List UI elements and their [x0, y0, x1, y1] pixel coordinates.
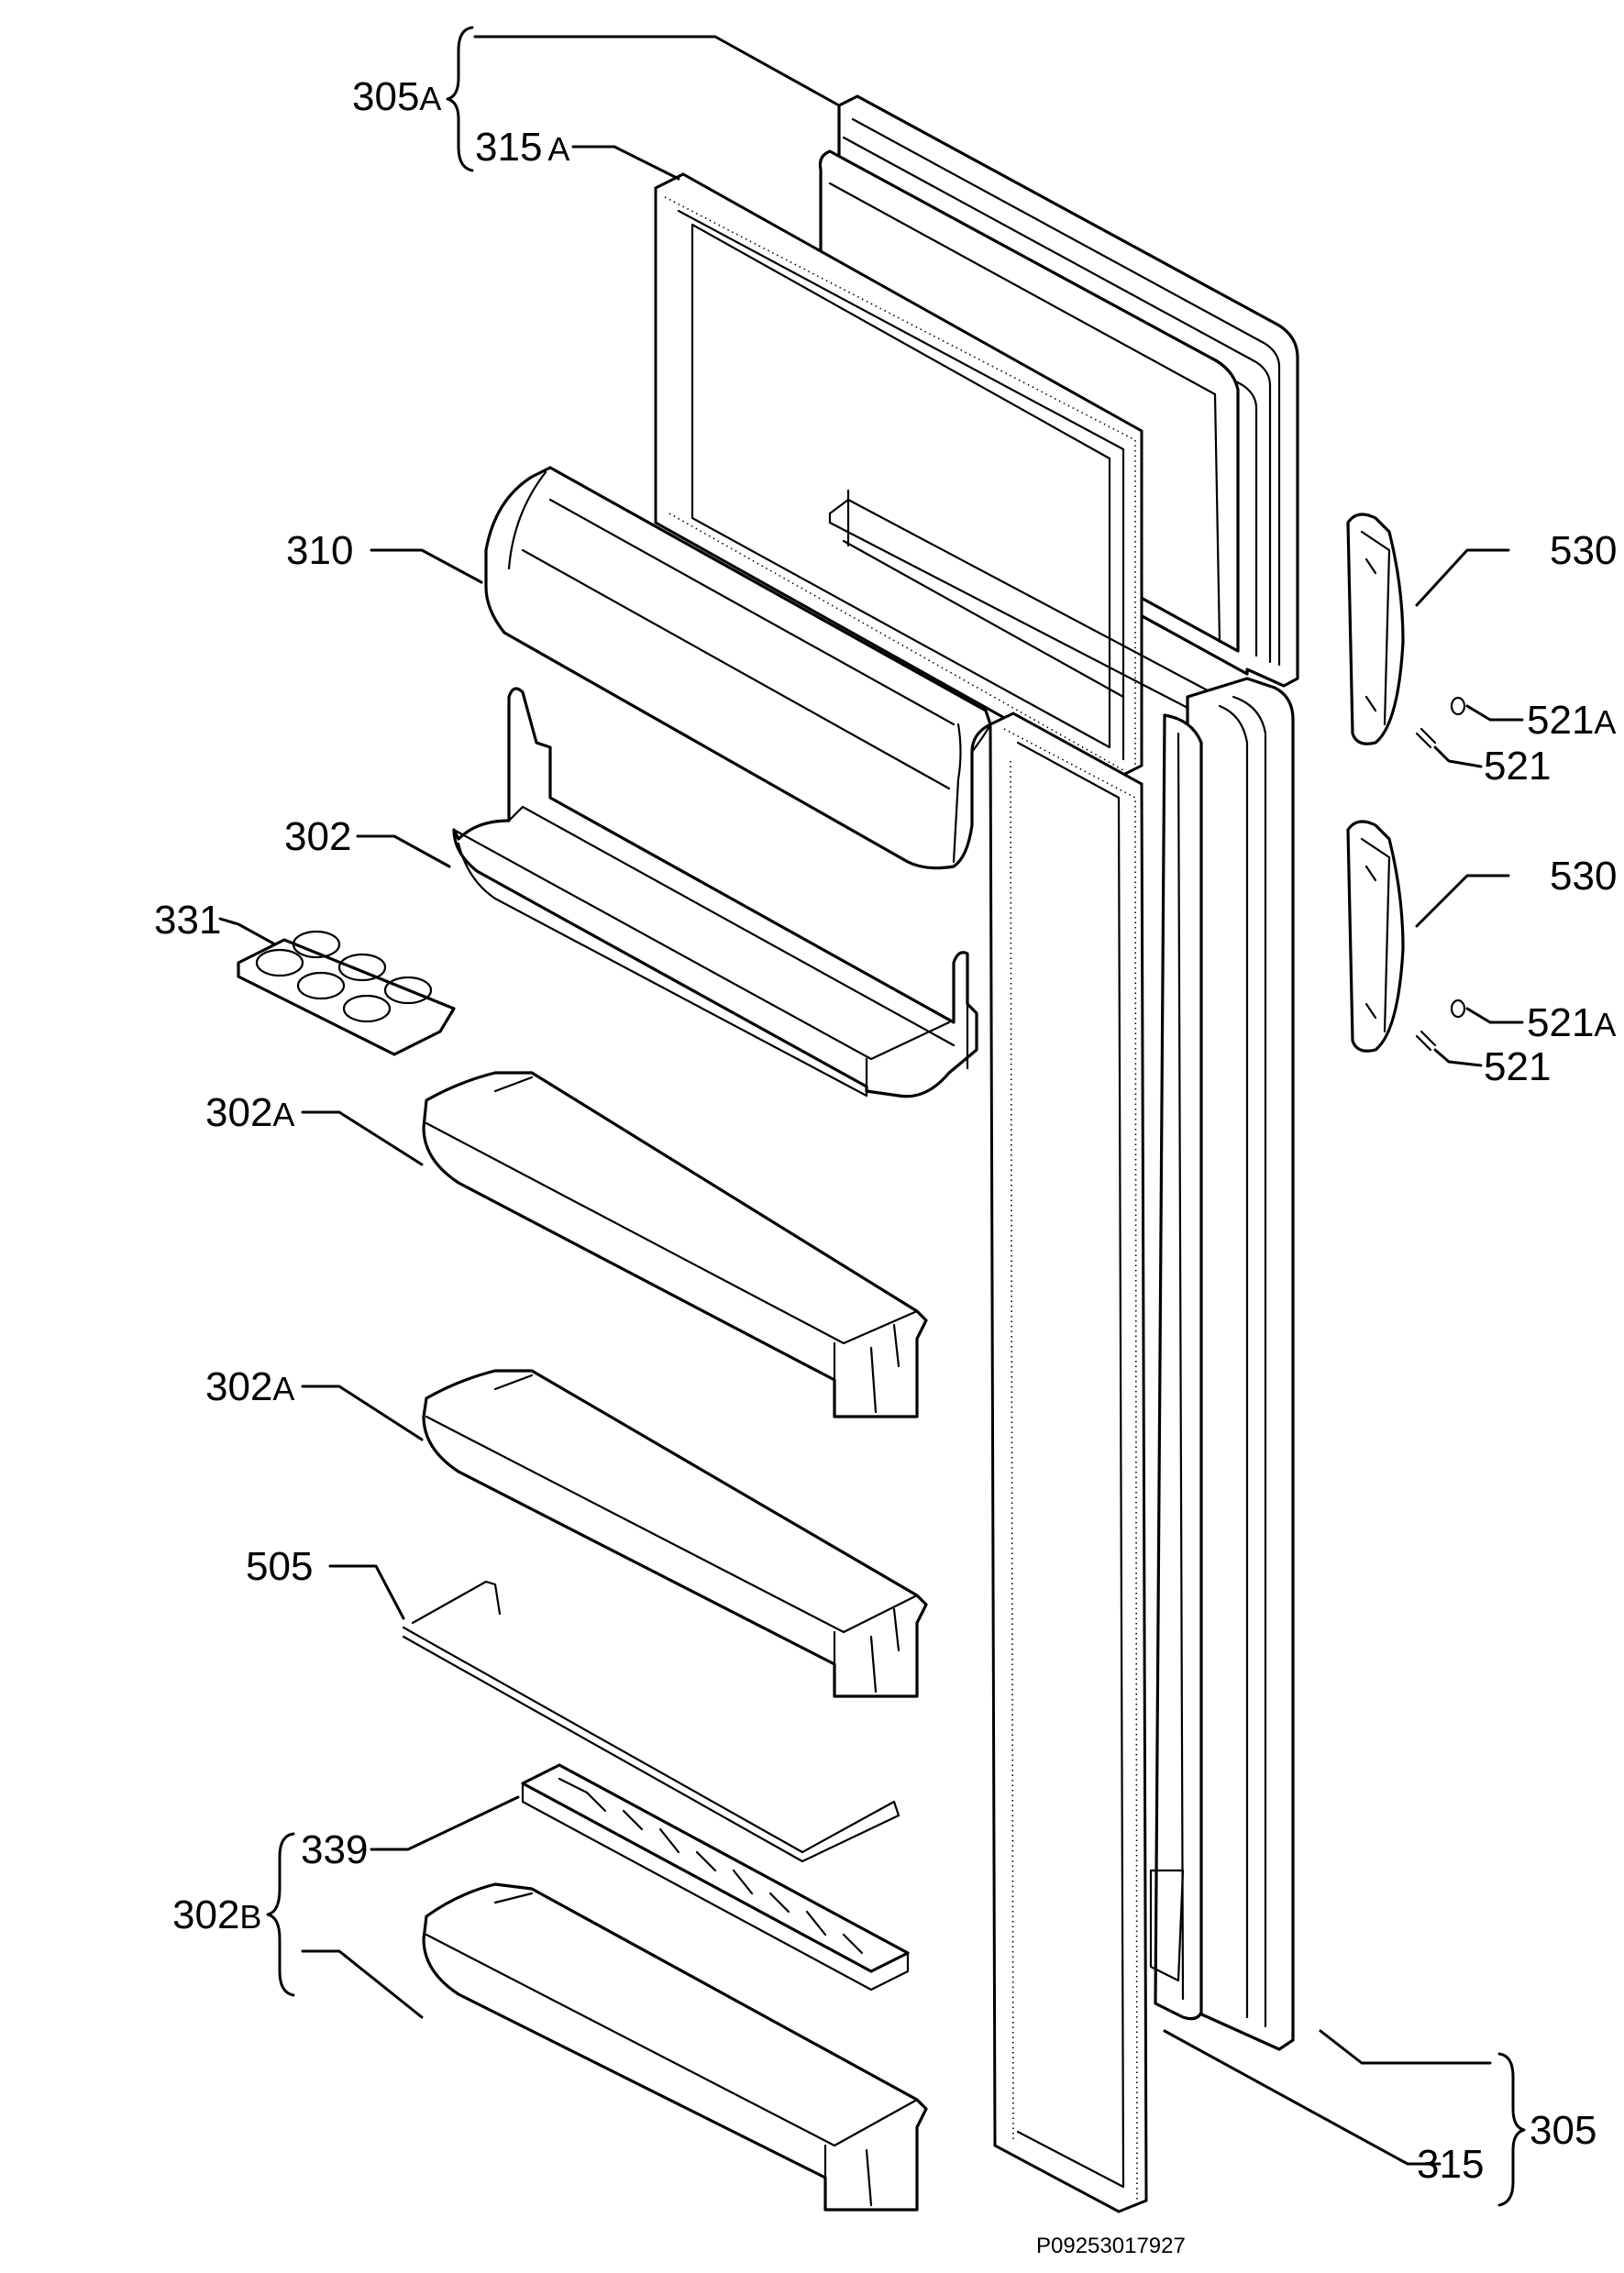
label-530-2: 530	[1550, 854, 1617, 899]
label-331: 331	[154, 898, 221, 943]
label-302B: 302B	[172, 1892, 261, 1937]
part-530-handle-2	[1346, 820, 1405, 1053]
label-530-1: 530	[1550, 528, 1617, 573]
fridge-gasket	[989, 712, 1148, 2213]
part-505-bar	[402, 1580, 900, 1863]
part-302-shelf	[452, 687, 978, 1098]
drawing-code: P09253017927	[1036, 2234, 1186, 2258]
label-315: 315	[1417, 2142, 1484, 2187]
label-302: 302	[284, 814, 351, 859]
part-521-screws	[1415, 696, 1466, 1052]
label-310: 310	[286, 528, 353, 573]
label-305: 305	[1530, 2108, 1596, 2153]
label-521A-2: 521A	[1527, 1000, 1616, 1045]
part-310-flap	[484, 466, 992, 870]
part-530-handle-1	[1346, 513, 1405, 745]
label-521-1: 521	[1484, 744, 1551, 789]
label-305A: 305A	[352, 74, 441, 119]
part-302A-shelf-2	[422, 1369, 928, 1698]
freezer-gasket	[654, 172, 1143, 781]
part-302B-shelf	[422, 1882, 928, 2212]
label-521-2: 521	[1484, 1044, 1551, 1089]
fridge-door-outer	[1149, 677, 1295, 2051]
label-505: 505	[246, 1544, 313, 1589]
label-302A-2: 302A	[205, 1364, 294, 1409]
part-339-rail	[521, 1763, 910, 1992]
leader-lines	[218, 26, 1526, 2207]
label-339: 339	[301, 1827, 368, 1872]
label-521A-1: 521A	[1527, 698, 1616, 743]
label-302A-1: 302A	[205, 1090, 294, 1135]
part-331-egg-tray	[237, 930, 456, 1056]
part-302A-shelf-1	[422, 1071, 928, 1418]
